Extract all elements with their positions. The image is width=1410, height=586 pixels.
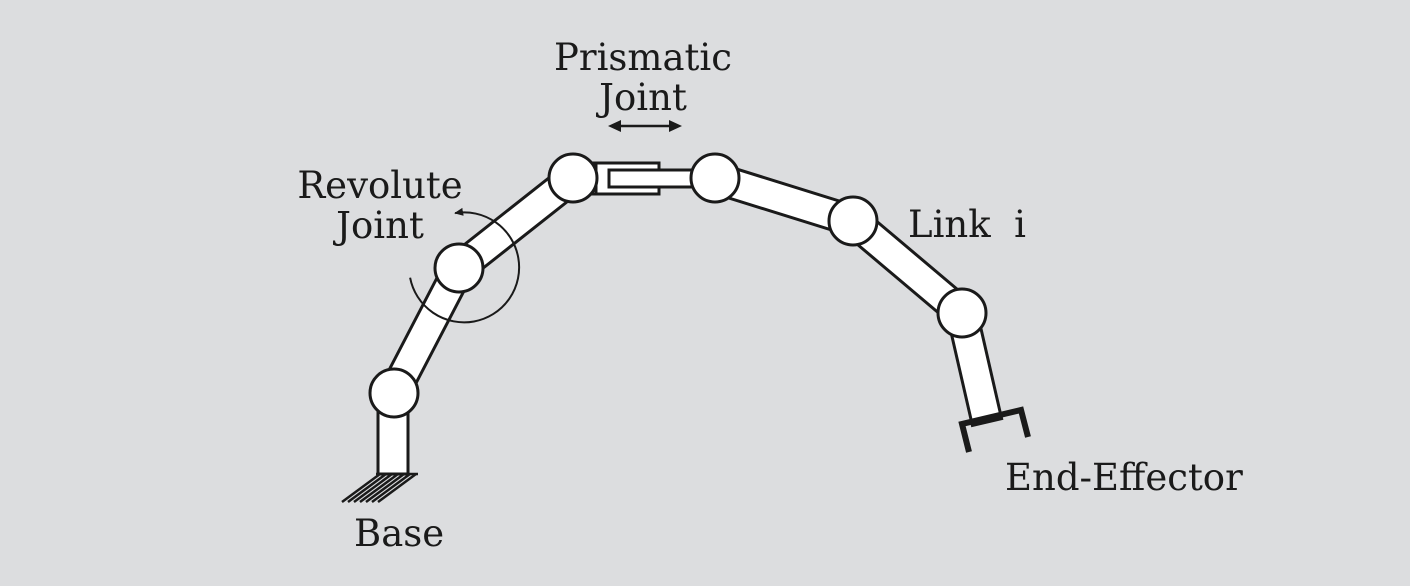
- end-effector-gripper: [958, 406, 1031, 453]
- joint-4: [689, 152, 741, 204]
- prismatic-label-line1: Prismatic: [554, 36, 732, 79]
- prismatic-label-line2: Joint: [599, 76, 687, 119]
- joint-1: [368, 367, 420, 419]
- prismatic-joint-label: Prismatic Joint: [543, 38, 743, 118]
- joint-6: [936, 287, 988, 339]
- prismatic-double-arrow: [608, 120, 682, 132]
- revolute-label-line2: Joint: [336, 204, 424, 247]
- revolute-joint-label: Revolute Joint: [280, 166, 480, 246]
- joint-3: [547, 152, 599, 204]
- end-effector-label: End-Effector: [1005, 456, 1243, 499]
- joint-5: [827, 195, 879, 247]
- base-ground-hatch: [341, 472, 418, 504]
- base-label: Base: [354, 512, 445, 555]
- link-i-label: Link i: [908, 203, 1027, 246]
- revolute-rotation-arrow: [409, 207, 521, 324]
- revolute-label-line1: Revolute: [297, 164, 463, 207]
- revolute-joint: [433, 242, 485, 294]
